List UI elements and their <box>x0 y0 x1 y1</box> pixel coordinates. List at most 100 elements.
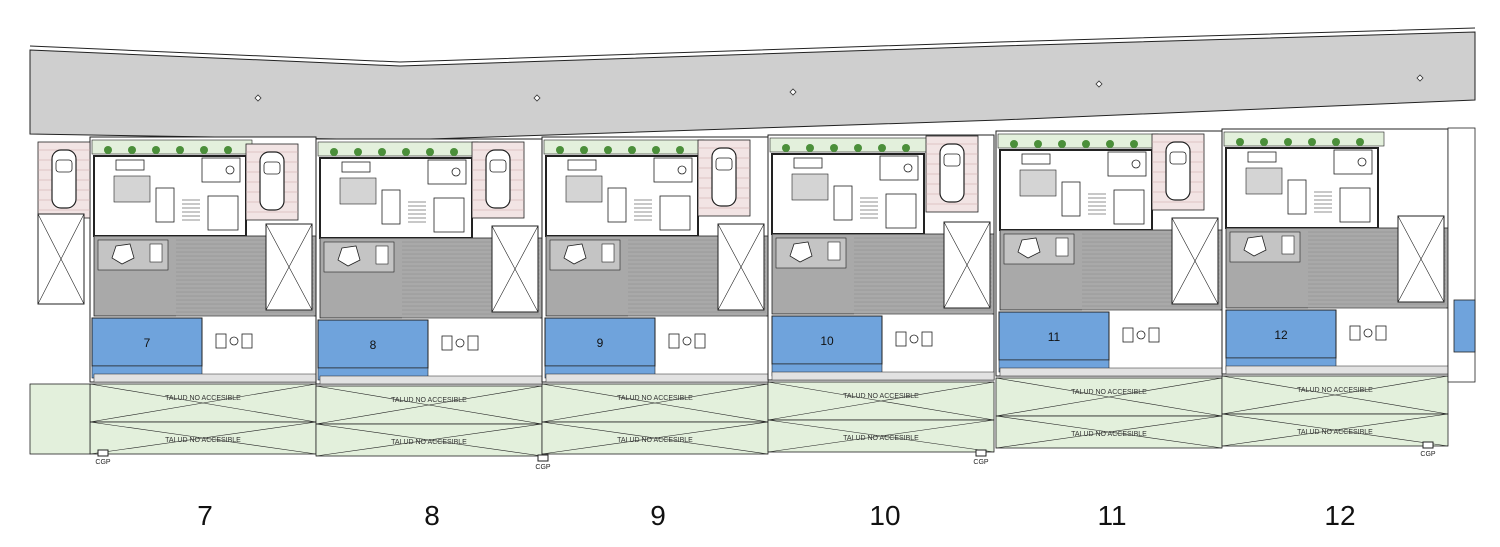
lot-number-label: 7 <box>197 500 213 531</box>
talud-lower-label: TALUD NO ACCESIBLE <box>617 437 693 444</box>
deck-chair-icon <box>921 331 933 347</box>
talud-lower-cross <box>315 423 543 457</box>
deck-chair-icon <box>694 333 706 349</box>
talud-upper-label: TALUD NO ACCESIBLE <box>1071 389 1147 396</box>
talud-lower-label: TALUD NO ACCESIBLE <box>1071 431 1147 438</box>
sofa-icon <box>1021 153 1051 165</box>
shrub-icon <box>200 146 208 154</box>
gravel-strip <box>771 371 995 381</box>
deck-chair-icon <box>467 335 479 351</box>
shrub-icon <box>1034 140 1042 148</box>
light-well-cross <box>717 223 765 311</box>
shrub-icon <box>378 148 386 156</box>
talud-upper-label: TALUD NO ACCESIBLE <box>165 395 241 402</box>
road-markers <box>254 74 1424 102</box>
lot-number-label: 10 <box>869 500 901 531</box>
survey-marker-icon <box>254 94 262 102</box>
light-well-cross <box>37 213 85 305</box>
outdoor-table-icon <box>827 241 841 261</box>
pool-label: 10 <box>820 334 834 348</box>
living-rug <box>1019 169 1057 197</box>
pool <box>544 317 656 367</box>
shrub-icon <box>854 144 862 152</box>
survey-marker-icon <box>1095 80 1103 88</box>
living-rug <box>339 177 377 205</box>
cgp-label: CGP <box>95 459 111 466</box>
shrub-icon <box>628 146 636 154</box>
outdoor-table-icon <box>1055 237 1069 257</box>
shrub-icon <box>902 144 910 152</box>
car-windshield <box>55 159 73 173</box>
lounge-table-icon <box>1243 235 1267 257</box>
deck-chair-icon <box>1122 327 1134 343</box>
shrub-icon <box>1236 138 1244 146</box>
shrub-icon <box>1082 140 1090 148</box>
deck-chair-icon <box>1349 325 1361 341</box>
car-windshield <box>489 159 507 173</box>
lounge-table-icon <box>337 245 361 267</box>
bathroom <box>879 155 919 181</box>
shrub-icon <box>402 148 410 156</box>
shrub-icon <box>1010 140 1018 148</box>
shrub-icon <box>676 146 684 154</box>
lounge-table-icon <box>1017 237 1041 259</box>
talud-lower-label: TALUD NO ACCESIBLE <box>843 435 919 442</box>
talud-upper-cross <box>1221 375 1449 415</box>
deck-chair-icon <box>241 333 253 349</box>
dining-table-icon <box>155 187 175 223</box>
bathroom <box>1107 151 1147 177</box>
side-table-icon <box>1136 330 1146 340</box>
talud-upper-label: TALUD NO ACCESIBLE <box>843 393 919 400</box>
cgp-box-icon <box>1422 441 1434 449</box>
sofa-icon <box>115 159 145 171</box>
toilet-icon <box>1357 157 1367 167</box>
shrub-icon <box>450 148 458 156</box>
talud-lower-cross <box>767 419 995 453</box>
living-rug <box>565 175 603 203</box>
talud-lower-cross <box>995 415 1223 449</box>
light-well-cross <box>1171 217 1219 305</box>
car-windshield <box>1169 151 1187 165</box>
shrub-icon <box>652 146 660 154</box>
car-icon <box>1165 141 1191 201</box>
lot-number-label: 12 <box>1324 500 1356 531</box>
talud-lower-cross <box>1221 413 1449 447</box>
cgp-label: CGP <box>973 459 989 466</box>
shrub-icon <box>580 146 588 154</box>
pool-label: 11 <box>1048 330 1061 344</box>
road-edge-line <box>29 27 1476 63</box>
road <box>29 31 1476 141</box>
toilet-icon <box>903 163 913 173</box>
shrub-icon <box>1130 140 1138 148</box>
shrub-icon <box>806 144 814 152</box>
kitchen-island-icon <box>659 195 691 231</box>
outdoor-table-icon <box>149 243 163 263</box>
living-rug <box>791 173 829 201</box>
talud-upper-cross <box>89 383 317 423</box>
pool <box>317 319 429 369</box>
kitchen-island-icon <box>207 195 239 231</box>
shrub-icon <box>152 146 160 154</box>
car-icon <box>939 143 965 203</box>
talud-upper-label: TALUD NO ACCESIBLE <box>1297 387 1373 394</box>
talud-lower-label: TALUD NO ACCESIBLE <box>165 437 241 444</box>
pool <box>1453 299 1476 353</box>
lot-number-label: 9 <box>650 500 666 531</box>
car-windshield <box>943 153 961 167</box>
side-table-icon <box>229 336 239 346</box>
pool <box>91 317 203 367</box>
light-well-cross <box>265 223 313 311</box>
lounge-table-icon <box>789 241 813 263</box>
shrub-icon <box>830 144 838 152</box>
toilet-icon <box>225 165 235 175</box>
shrub-icon <box>556 146 564 154</box>
dining-table-icon <box>1287 179 1307 215</box>
shrub-icon <box>1332 138 1340 146</box>
talud-upper-cross <box>995 377 1223 417</box>
cgp-label: CGP <box>1420 451 1436 458</box>
dining-table-icon <box>381 189 401 225</box>
car-icon <box>485 149 511 209</box>
side-table-icon <box>455 338 465 348</box>
